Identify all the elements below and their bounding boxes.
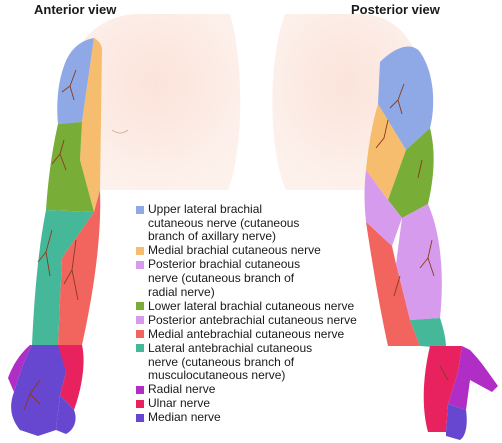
legend-item: Medial brachial cutaneous nerve <box>136 243 386 258</box>
anterior-medial-brachial-region <box>80 38 102 212</box>
anterior-lateral-antebrachial-region <box>32 210 94 345</box>
posterior-antebrachial-region <box>396 204 442 320</box>
legend-label: Median nerve <box>148 410 221 425</box>
legend-swatch <box>136 399 144 408</box>
legend-label: Posterior antebrachial cutaneous nerve <box>148 312 357 327</box>
anterior-torso <box>70 13 241 191</box>
legend-swatch <box>136 344 144 353</box>
posterior-vein-lines <box>375 83 449 381</box>
legend-swatch <box>136 260 144 269</box>
legend-label: Medial antebrachial cutaneous nerve <box>148 326 345 341</box>
legend-swatch <box>136 330 144 339</box>
posterior-lower-lateral-region <box>388 128 434 218</box>
legend-label: Radial nerve <box>148 382 216 397</box>
legend-swatch <box>136 302 144 311</box>
legend-label: Ulnar nerve <box>148 396 211 411</box>
legend-item: Median nerve <box>136 411 386 425</box>
legend-item: Ulnar nerve <box>136 397 386 411</box>
legend-label: Medial brachial cutaneous nerve <box>148 243 321 258</box>
posterior-radial-hand-region <box>448 346 498 410</box>
posterior-upper-lateral-region <box>378 46 434 150</box>
legend-swatch <box>136 205 144 214</box>
legend-item: Posterior antebrachial cutaneous nerve <box>136 312 386 328</box>
anterior-vein-lines <box>23 69 79 411</box>
posterior-brachial-region <box>364 170 402 246</box>
posterior-median-fingers-region <box>446 404 467 440</box>
legend-swatch <box>136 316 144 325</box>
anterior-view-title: Anterior view <box>34 2 117 17</box>
posterior-lateral-antebrachial-region <box>410 318 446 348</box>
posterior-arm <box>364 46 498 440</box>
posterior-medial-brachial-region <box>366 104 406 200</box>
anterior-ulnar-hand-region <box>58 345 84 410</box>
legend-swatch <box>136 413 144 422</box>
anterior-medial-antebrachial-region <box>58 190 101 345</box>
nipple-mark <box>111 129 129 134</box>
legend-item: Lower lateral brachial cutaneous nerve <box>136 298 386 314</box>
legend-label: Lower lateral brachial cutaneous nerve <box>148 298 355 313</box>
legend-swatch <box>136 385 144 394</box>
anterior-radial-thumb-region <box>8 345 32 392</box>
posterior-ulnar-hand-region <box>423 346 462 432</box>
posterior-view-title: Posterior view <box>351 2 440 17</box>
anterior-median-hand-region <box>11 345 66 436</box>
anterior-arm <box>8 38 102 436</box>
posterior-medial-antebrachial-region <box>366 222 420 346</box>
anterior-upper-lateral-region <box>57 38 94 124</box>
anterior-lower-lateral-region <box>46 122 94 212</box>
legend-item: Medial antebrachial cutaneous nerve <box>136 326 386 342</box>
legend-item: Radial nerve <box>136 382 386 397</box>
legend-swatch <box>136 246 144 255</box>
anterior-median-fingers-region <box>56 395 76 434</box>
